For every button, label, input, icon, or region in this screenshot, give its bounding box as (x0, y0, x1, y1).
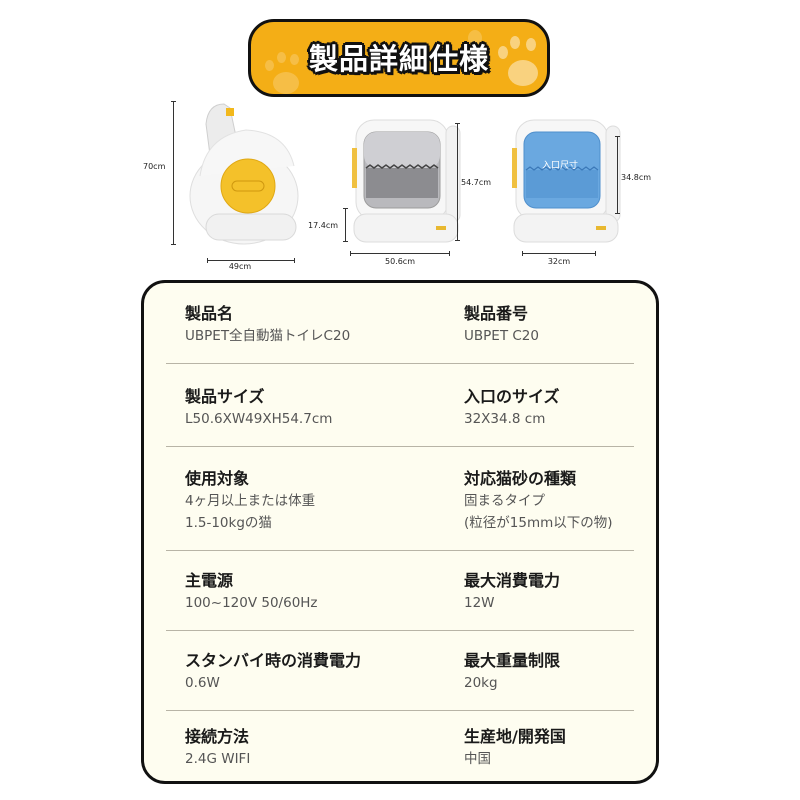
spec-cell-product-number: 製品番号 UBPET C20 (464, 303, 539, 347)
spec-label: 製品名 (185, 304, 234, 323)
spec-table: 製品名 UBPET全自動猫トイレC20 製品番号 UBPET C20 製品サイズ… (141, 280, 659, 784)
spec-label: スタンバイ時の消費電力 (185, 651, 362, 670)
spec-cell-standby-power: スタンバイ時の消費電力 0.6W (185, 650, 361, 694)
litter-box-side-image (189, 103, 299, 245)
spec-cell-entrance-size: 入口のサイズ 32X34.8 cm (464, 386, 560, 430)
section-title-banner: 製品詳細仕様 (248, 19, 550, 97)
spec-value: UBPET全自動猫トイレC20 (185, 328, 351, 344)
spec-label: 接続方法 (185, 727, 250, 746)
base-height-dimension-label: 17.4cm (308, 221, 339, 230)
spec-cell-power-supply: 主電源 100~120V 50/60Hz (185, 570, 318, 614)
spec-row: 主電源 100~120V 50/60Hz 最大消費電力 12W (166, 570, 634, 631)
spec-row: スタンバイ時の消費電力 0.6W 最大重量制限 20kg (166, 650, 634, 711)
entrance-size-label: 入口尺寸 (542, 161, 579, 171)
spec-label: 最大消費電力 (464, 571, 561, 590)
spec-value: 20kg (464, 675, 498, 691)
height-dimension-line (171, 101, 176, 245)
spec-row: 製品名 UBPET全自動猫トイレC20 製品番号 UBPET C20 (166, 303, 634, 364)
spec-label: 製品番号 (464, 304, 529, 323)
spec-row: 使用対象 4ヶ月以上または体重 1.5-10kgの猫 対応猫砂の種類 固まるタイ… (166, 468, 634, 551)
spec-value: 固まるタイプ (464, 493, 545, 509)
spec-cell-target-use: 使用対象 4ヶ月以上または体重 1.5-10kgの猫 (185, 468, 315, 534)
height-dimension-label: 70cm (143, 162, 166, 171)
product-side-view-figure: 70cm 49cm (140, 96, 310, 271)
entrance-height-dimension-label: 34.8cm (621, 173, 652, 182)
spec-value: 2.4G WIFI (185, 751, 251, 767)
section-title: 製品詳細仕様 (308, 42, 489, 76)
spec-cell-product-name: 製品名 UBPET全自動猫トイレC20 (185, 303, 350, 347)
entrance-width-dimension-label: 32cm (547, 257, 571, 266)
spec-value: L50.6XW49XH54.7cm (185, 411, 333, 427)
product-entrance-view-figure: 入口尺寸 34.8cm 32cm (500, 100, 670, 270)
spec-value: 中国 (464, 751, 491, 767)
spec-label: 入口のサイズ (464, 387, 560, 406)
paw-print-icon (261, 50, 311, 94)
spec-cell-max-weight: 最大重量制限 20kg (464, 650, 560, 694)
base-height-dimension-line (343, 208, 348, 242)
spec-cell-product-size: 製品サイズ L50.6XW49XH54.7cm (185, 386, 332, 430)
spec-label: 生産地/開発国 (464, 727, 566, 746)
spec-cell-connection: 接続方法 2.4G WIFI (185, 726, 250, 770)
width-dimension-label: 49cm (228, 262, 252, 271)
spec-cell-origin: 生産地/開発国 中国 (464, 726, 566, 770)
spec-label: 最大重量制限 (464, 651, 561, 670)
spec-value: 32X34.8 cm (464, 411, 546, 427)
spec-value: 1.5-10kgの猫 (185, 515, 272, 531)
spec-value: 0.6W (185, 675, 220, 691)
spec-value: 4ヶ月以上または体重 (185, 493, 316, 509)
spec-label: 使用対象 (185, 469, 250, 488)
width-dimension-line (350, 251, 450, 256)
litter-box-front-image (352, 119, 461, 243)
total-height-dimension-line (455, 123, 460, 241)
spec-label: 対応猫砂の種類 (464, 469, 577, 488)
total-height-dimension-label: 54.7cm (461, 178, 492, 187)
paw-print-icon (468, 30, 547, 92)
spec-cell-litter-type: 対応猫砂の種類 固まるタイプ (粒径が15mm以下の物) (464, 468, 613, 534)
spec-value: 100~120V 50/60Hz (185, 595, 318, 611)
entrance-width-dimension-line (522, 251, 596, 256)
product-front-view-figure: 54.7cm 17.4cm 50.6cm (300, 100, 491, 270)
spec-row: 接続方法 2.4G WIFI 生産地/開発国 中国 (166, 726, 634, 776)
spec-value: (粒径が15mm以下の物) (464, 515, 613, 531)
spec-value: 12W (464, 595, 495, 611)
spec-value: UBPET C20 (464, 328, 539, 344)
entrance-height-dimension-line (615, 136, 620, 214)
litter-box-entrance-image (512, 119, 621, 243)
spec-label: 製品サイズ (185, 387, 265, 406)
spec-label: 主電源 (185, 571, 234, 590)
spec-cell-max-power: 最大消費電力 12W (464, 570, 560, 614)
spec-row: 製品サイズ L50.6XW49XH54.7cm 入口のサイズ 32X34.8 c… (166, 386, 634, 447)
width-dimension-line (207, 258, 295, 263)
width-dimension-label: 50.6cm (384, 257, 416, 266)
